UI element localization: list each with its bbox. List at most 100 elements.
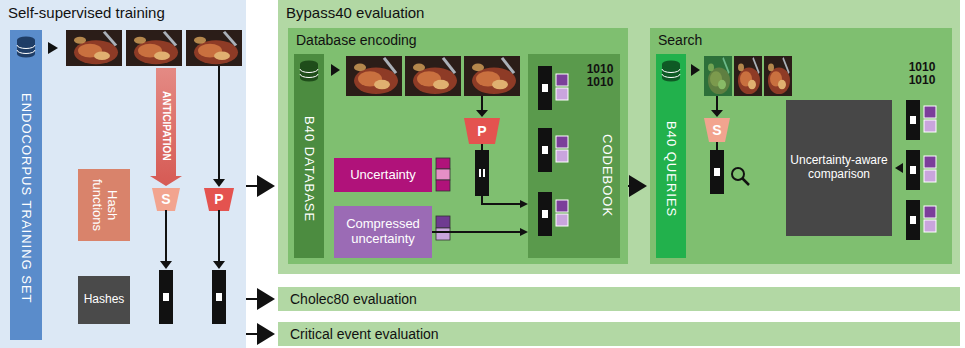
compressed-cell <box>436 216 450 228</box>
video-frame <box>126 30 182 66</box>
video-frame <box>346 56 402 96</box>
video-frame <box>405 56 461 96</box>
uncertainty-box: Uncertainty <box>334 158 432 192</box>
connector-line <box>246 298 257 300</box>
panel-title: Critical event evaluation <box>290 326 439 342</box>
panel-title: Self-supervised training <box>8 4 165 21</box>
compressed-cell <box>924 120 936 132</box>
hash-bar <box>710 150 724 194</box>
node-label: B40 DATABASE <box>302 116 317 222</box>
trapezoid-fill <box>152 188 180 211</box>
node-label: Hash functions <box>89 171 119 239</box>
arrow-head <box>476 110 488 117</box>
compressed-cell <box>556 136 568 148</box>
play-triangle <box>48 42 58 54</box>
hash-bar <box>538 192 552 236</box>
flow-line <box>165 210 167 262</box>
uncertainty-cell <box>436 169 450 180</box>
arrow-head <box>895 163 903 173</box>
encoder-trapezoid: P <box>464 118 500 144</box>
arrow-head <box>629 175 647 197</box>
connector <box>432 228 528 236</box>
hash-code-label: 1010 1010 <box>584 60 616 92</box>
hash-function-box: Hash functions <box>78 169 130 241</box>
arrow-head <box>520 200 528 208</box>
hash-bar <box>906 100 920 140</box>
hash-bit <box>216 293 222 301</box>
hash-bar <box>159 270 173 324</box>
compressed-cell <box>924 156 936 168</box>
connector-line <box>246 333 257 335</box>
dataset-band: B40 QUERIES <box>656 54 686 258</box>
flow-line <box>218 210 220 262</box>
evaluation-bar: Cholec80 evaluation <box>278 287 960 311</box>
connector-line <box>432 231 520 233</box>
arrow-head <box>711 110 723 117</box>
arrow-head <box>213 261 225 269</box>
trapezoid-fill <box>704 118 730 142</box>
encoder-trapezoid: P <box>204 188 234 211</box>
hash-bar <box>475 150 489 196</box>
stage-panel: SearchB40 QUERIESSUncertainty-aware comp… <box>650 28 952 264</box>
stage-panel: Database encodingB40 DATABASEPUncertaint… <box>288 28 628 264</box>
compressed-cell <box>556 74 568 86</box>
flow-line <box>716 96 718 110</box>
compressed-cell <box>556 200 568 212</box>
connector <box>482 144 528 208</box>
trapezoid-fill <box>204 188 234 211</box>
trapezoid-fill <box>464 118 500 144</box>
hash-code-label: 1010 1010 <box>906 58 938 90</box>
flow-line <box>716 142 718 150</box>
arrow-label: ANTICIPATION <box>158 78 174 174</box>
encoder-trapezoid: S <box>152 188 180 211</box>
panel-title: Bypass40 evaluation <box>286 4 424 21</box>
query-highlight <box>704 56 732 96</box>
compressed-cell <box>924 170 936 182</box>
compressed-cell <box>924 220 936 232</box>
node-label: Hashes <box>84 293 125 307</box>
hash-bit <box>479 169 485 177</box>
connector <box>628 175 647 197</box>
connector <box>246 288 275 310</box>
video-frame <box>704 56 732 96</box>
node-label: CODEBOOK <box>599 134 614 217</box>
node-label: Uncertainty <box>350 168 416 183</box>
node-label: ENDOCORPUS TRAINING SET <box>19 93 34 304</box>
arrow-head <box>160 261 172 269</box>
video-frame <box>66 30 122 66</box>
evaluation-panel: Bypass40 evaluationDatabase encodingB40 … <box>278 0 960 274</box>
arrow-head <box>213 179 225 187</box>
play-triangle <box>691 64 700 76</box>
play-triangle <box>331 64 340 76</box>
dataset-band: ENDOCORPUS TRAINING SET <box>10 30 42 340</box>
flow-line <box>218 66 220 180</box>
database-icon <box>300 61 318 82</box>
database-icon <box>17 37 35 58</box>
uncertainty-box: Compressed uncertainty <box>334 206 432 258</box>
process-box: Uncertainty-aware comparison <box>786 100 892 236</box>
video-frame <box>464 56 520 96</box>
arrow-head <box>257 175 275 197</box>
hash-bit <box>542 146 548 154</box>
video-frame <box>734 56 762 96</box>
anticipation-arrow <box>150 68 182 186</box>
hash-bit <box>714 168 720 176</box>
hash-bar <box>906 150 920 190</box>
panel-title: Cholec80 evaluation <box>290 291 417 307</box>
connector-line <box>628 185 629 187</box>
flow-line <box>481 96 483 110</box>
node-label: Compressed uncertainty <box>338 217 428 247</box>
dataset-band: B40 DATABASE <box>294 54 324 258</box>
connector <box>246 175 275 197</box>
node-label: P <box>214 191 223 207</box>
uncertainty-cell <box>436 180 450 191</box>
node-label: B40 QUERIES <box>664 121 679 217</box>
compressed-cell <box>556 150 568 162</box>
hash-bit <box>910 116 916 124</box>
arrow-head <box>257 288 275 310</box>
hash-bar <box>538 128 552 172</box>
uncertainty-cell <box>436 158 450 169</box>
node-label: Uncertainty-aware comparison <box>790 154 888 182</box>
compressed-cell <box>436 228 450 240</box>
